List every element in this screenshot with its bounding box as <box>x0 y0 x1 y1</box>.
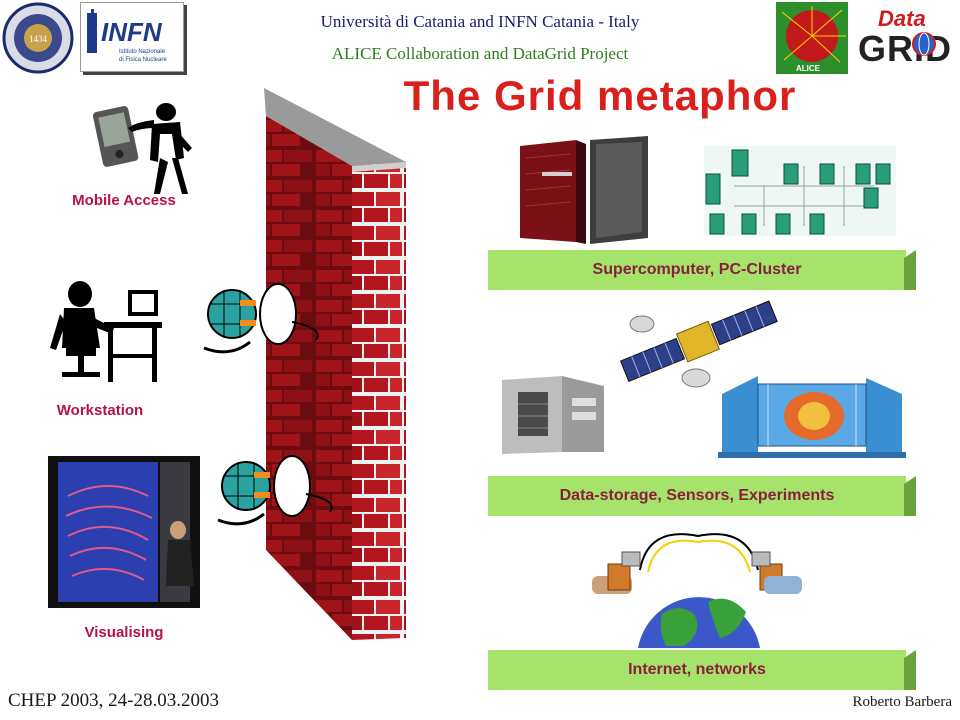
header-collaboration: ALICE Collaboration and DataGrid Project <box>331 44 629 63</box>
bar-internet-label: Internet, networks <box>488 650 906 690</box>
svg-text:1434: 1434 <box>29 34 48 44</box>
alice-logo: ALICE <box>776 2 848 74</box>
bar-data-storage-label: Data-storage, Sensors, Experiments <box>488 476 906 516</box>
bar-supercomputer-label: Supercomputer, PC-Cluster <box>488 250 906 290</box>
footer-author: Roberto Barbera <box>852 694 952 710</box>
bar-data-storage-edge <box>904 476 916 516</box>
footer-conference: CHEP 2003, 24-28.03.2003 <box>8 690 219 711</box>
socket-lower <box>217 455 333 526</box>
data-storage-illustration <box>492 372 610 456</box>
infn-logo-subtitle-1: Istituto Nazionale <box>119 49 166 55</box>
bar-supercomputer-edge <box>904 250 916 290</box>
visualising-wall-image <box>48 456 200 608</box>
infn-logo: INFN Istituto Nazionale di Fisica Nuclea… <box>80 2 184 72</box>
university-seal-logo: 1434 <box>2 2 74 74</box>
bar-internet: Internet, networks <box>488 650 916 690</box>
infn-logo-subtitle-2: di Fisica Nucleare <box>119 57 167 63</box>
supercomputer-illustration <box>516 134 652 246</box>
mobile-user-illustration <box>88 98 198 198</box>
label-visualising: Visualising <box>84 624 164 641</box>
datagrid-logo-top: Data <box>878 6 926 31</box>
bar-supercomputer: Supercomputer, PC-Cluster <box>488 250 916 290</box>
infn-logo-text: INFN <box>101 17 162 47</box>
datagrid-logo: Data GRID <box>856 6 956 72</box>
experiment-detector-illustration <box>718 364 906 460</box>
label-mobile-access: Mobile Access <box>72 192 176 209</box>
bar-internet-edge <box>904 650 916 690</box>
alice-logo-text: ALICE <box>796 64 820 73</box>
slide-title: The Grid metaphor <box>403 72 797 119</box>
socket-upper <box>203 283 319 354</box>
workstation-user-illustration <box>44 278 164 384</box>
internet-globe-illustration <box>588 522 806 648</box>
satellite-illustration <box>612 296 788 392</box>
label-workstation: Workstation <box>56 402 144 419</box>
header-institution: Università di Catania and INFN Catania -… <box>320 12 640 31</box>
pc-cluster-illustration <box>704 146 896 236</box>
bar-data-storage: Data-storage, Sensors, Experiments <box>488 476 916 516</box>
brick-wall-illustration <box>194 88 410 640</box>
datagrid-logo-bottom: GRID <box>858 28 952 69</box>
